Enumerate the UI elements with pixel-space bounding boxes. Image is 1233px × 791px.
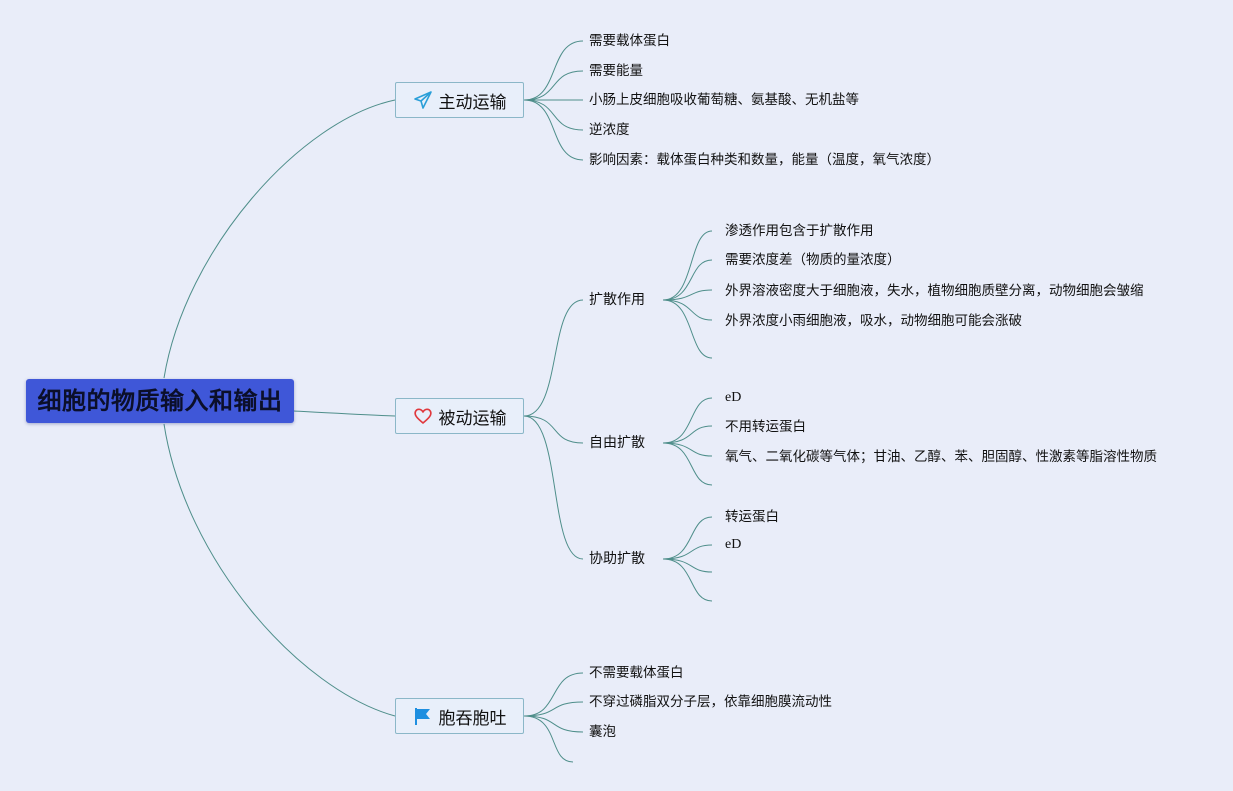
leaf-endo-3[interactable]: 囊泡 bbox=[589, 724, 616, 740]
subtopic-facilitated-diffusion[interactable]: 协助扩散 bbox=[589, 551, 645, 567]
connector bbox=[163, 423, 396, 717]
leaf-facilitated-1[interactable]: 转运蛋白 bbox=[725, 509, 779, 525]
branch-active-transport[interactable]: 主动运输 bbox=[395, 82, 524, 118]
branch-label: 胞吞胞吐 bbox=[438, 708, 507, 729]
connector bbox=[523, 415, 584, 444]
connector bbox=[523, 70, 584, 101]
connector bbox=[662, 259, 713, 301]
subtopic-free-diffusion[interactable]: 自由扩散 bbox=[589, 435, 645, 451]
connector bbox=[662, 397, 713, 444]
branch-label: 主动运输 bbox=[438, 92, 507, 113]
subtopic-diffusion[interactable]: 扩散作用 bbox=[589, 292, 645, 308]
connector bbox=[523, 415, 584, 560]
connector bbox=[662, 442, 713, 486]
root-topic-label: 细胞的物质输入和输出 bbox=[37, 387, 283, 415]
connector bbox=[662, 544, 713, 560]
connector bbox=[662, 289, 713, 301]
connector bbox=[523, 40, 584, 101]
leaf-active-2[interactable]: 需要能量 bbox=[589, 63, 643, 79]
leaf-active-5[interactable]: 影响因素：载体蛋白种类和数量，能量（温度，氧气浓度） bbox=[589, 152, 940, 168]
branch-passive-transport[interactable]: 被动运输 bbox=[395, 398, 524, 434]
leaf-diffusion-2[interactable]: 需要浓度差（物质的量浓度） bbox=[725, 252, 901, 268]
leaf-diffusion-3[interactable]: 外界溶液密度大于细胞液，失水，植物细胞质壁分离，动物细胞会皱缩 bbox=[725, 283, 1144, 299]
leaf-active-4[interactable]: 逆浓度 bbox=[589, 122, 630, 138]
branch-label: 被动运输 bbox=[438, 408, 507, 429]
connector bbox=[523, 715, 574, 763]
connector bbox=[523, 99, 584, 161]
leaf-diffusion-1[interactable]: 渗透作用包含于扩散作用 bbox=[725, 223, 874, 239]
flag-icon bbox=[413, 706, 433, 726]
leaf-diffusion-4[interactable]: 外界浓度小雨细胞液，吸水，动物细胞可能会涨破 bbox=[725, 313, 1022, 329]
connector bbox=[662, 558, 713, 602]
leaf-active-1[interactable]: 需要载体蛋白 bbox=[589, 33, 670, 49]
leaf-free-3[interactable]: 氧气、二氧化碳等气体；甘油、乙醇、苯、胆固醇、性激素等脂溶性物质 bbox=[725, 449, 1157, 465]
leaf-endo-2[interactable]: 不穿过磷脂双分子层，依靠细胞膜流动性 bbox=[589, 694, 832, 710]
connector bbox=[662, 442, 713, 457]
connector bbox=[523, 672, 584, 717]
leaf-free-2[interactable]: 不用转运蛋白 bbox=[725, 419, 806, 435]
leaf-free-1[interactable]: eD bbox=[725, 390, 742, 405]
leaf-active-3[interactable]: 小肠上皮细胞吸收葡萄糖、氨基酸、无机盐等 bbox=[589, 92, 859, 108]
root-topic[interactable]: 细胞的物质输入和输出 bbox=[26, 379, 294, 423]
connector bbox=[662, 299, 713, 321]
connector bbox=[662, 425, 713, 444]
connector bbox=[293, 410, 396, 417]
connector bbox=[523, 715, 584, 733]
branch-endocytosis[interactable]: 胞吞胞吐 bbox=[395, 698, 524, 734]
connector bbox=[163, 99, 396, 379]
connector bbox=[523, 299, 584, 417]
connector bbox=[662, 558, 713, 573]
heart-icon bbox=[413, 406, 433, 426]
connector bbox=[662, 516, 713, 560]
paper-plane-icon bbox=[413, 90, 433, 110]
leaf-endo-1[interactable]: 不需要载体蛋白 bbox=[589, 665, 684, 681]
leaf-facilitated-2[interactable]: eD bbox=[725, 537, 742, 552]
connector bbox=[662, 230, 713, 301]
connector bbox=[523, 99, 584, 131]
connector bbox=[523, 701, 584, 717]
connector bbox=[662, 299, 713, 359]
